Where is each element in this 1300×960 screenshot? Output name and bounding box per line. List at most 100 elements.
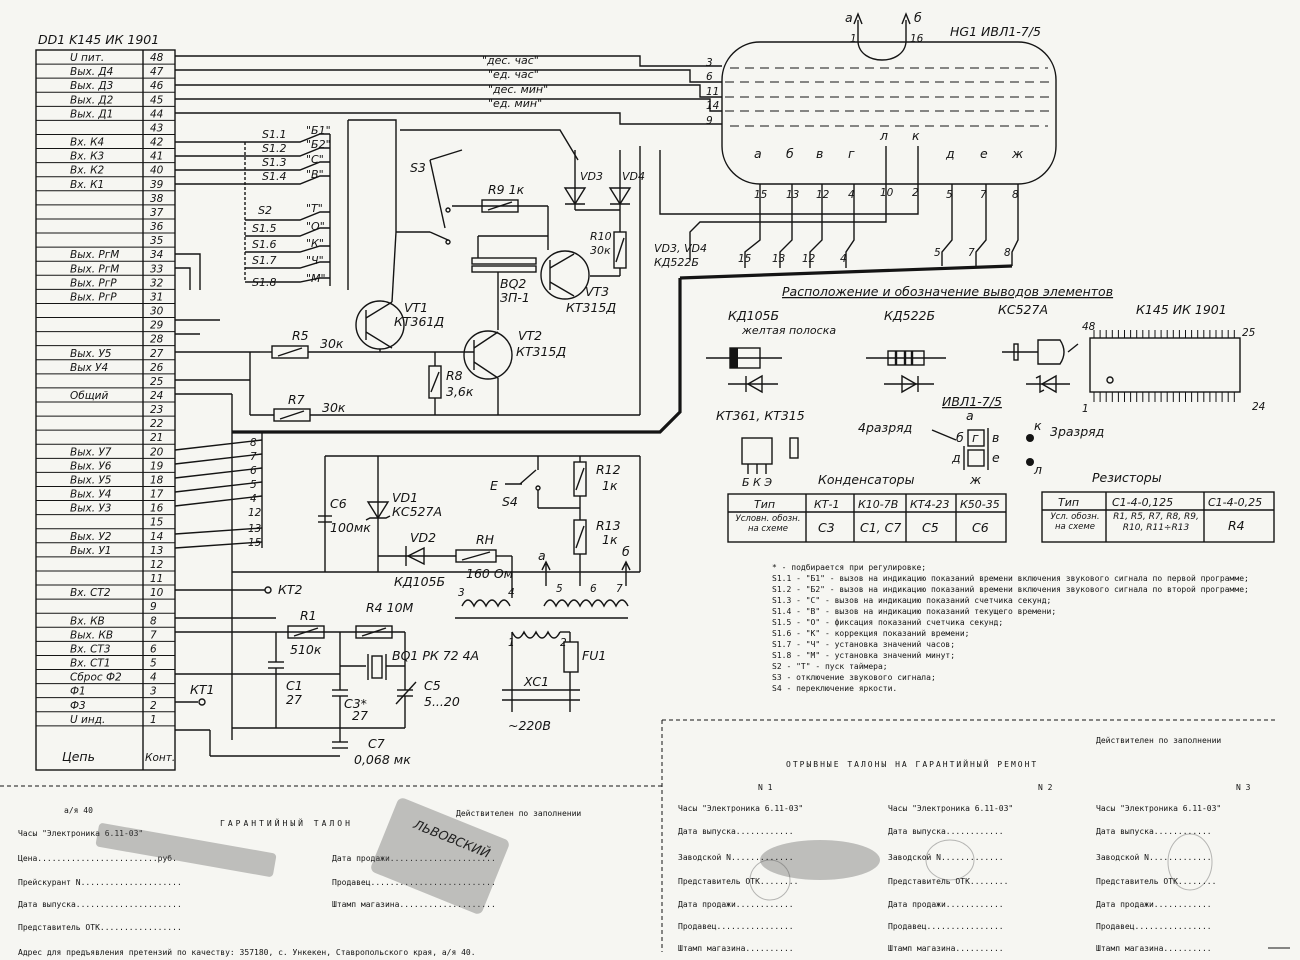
res-c-0: R1, R5, R7, R8, R9, R10, R11÷R13 bbox=[1113, 512, 1199, 533]
legend-line: S1.3 - "С" - вызов на индикацию показани… bbox=[772, 596, 1051, 605]
ic-pin-name: Вых У4 bbox=[70, 362, 108, 374]
r12-value: 1к bbox=[602, 478, 618, 493]
legend-line: S4 - переключение яркости. bbox=[772, 684, 897, 693]
ic-pin-name: Вх. СТ3 bbox=[70, 643, 111, 655]
s4-label[interactable]: S4 bbox=[502, 494, 518, 509]
main-field: Представитель ОТК................. bbox=[18, 923, 182, 932]
rh-label: RH bbox=[476, 532, 495, 547]
s1-2[interactable]: S1.2 bbox=[262, 142, 286, 155]
rh-value: 160 Ом bbox=[466, 566, 513, 581]
c5-value: 5...20 bbox=[424, 694, 460, 709]
ivl-g: г bbox=[972, 430, 979, 445]
mains-label: ~220В bbox=[508, 718, 551, 733]
k145-pin-25: 25 bbox=[1242, 327, 1256, 339]
bq2-value: ЗП-1 bbox=[500, 290, 530, 305]
display-seg-letter: ж bbox=[1011, 146, 1024, 161]
ic-pin-number: 11 bbox=[150, 573, 163, 585]
ic-pin-number: 7 bbox=[150, 629, 157, 641]
s1-3[interactable]: S1.3 bbox=[262, 156, 286, 169]
ic-pin-name: Вх. К4 bbox=[70, 137, 104, 149]
valid-note: Действителен по заполнении bbox=[1096, 736, 1221, 745]
tr-pin-5: 5 bbox=[556, 583, 563, 595]
ic-pin-number: 20 bbox=[150, 446, 164, 458]
ic-pin-name: Вых. У6 bbox=[70, 460, 112, 472]
ic-pin-number: 35 bbox=[150, 235, 164, 247]
kt-pins: Б К Э bbox=[742, 476, 772, 489]
s2[interactable]: S2 bbox=[258, 204, 272, 217]
display-seg-letter: е bbox=[980, 146, 988, 161]
s1-4[interactable]: S1.4 bbox=[262, 170, 286, 183]
bus-num-4: 4 bbox=[250, 493, 257, 505]
ic-pin-number: 42 bbox=[150, 137, 164, 149]
vd4-label: VD4 bbox=[622, 170, 645, 183]
vt2-label: VT2 bbox=[518, 328, 542, 343]
cap-title: Конденсаторы bbox=[818, 472, 915, 487]
stub-field: Продавец................ bbox=[678, 922, 794, 931]
r1-label: R1 bbox=[300, 608, 317, 623]
dot-l: л bbox=[1033, 462, 1042, 477]
stub-field: Заводской N............. bbox=[678, 853, 794, 862]
s1-5[interactable]: S1.5 bbox=[252, 222, 276, 235]
ic-pin-name: Вых. РгР bbox=[70, 277, 117, 289]
kt1-label: КТ1 bbox=[190, 682, 214, 697]
legend-line: S1.8 - "М" - установка значений минут; bbox=[772, 651, 955, 660]
ic-pin-name: Сброс Ф2 bbox=[70, 672, 122, 684]
res-h-0: Тип bbox=[1058, 496, 1079, 509]
ic-pin-number: 1 bbox=[150, 714, 157, 726]
cap-h-2: К10-7В bbox=[858, 498, 898, 511]
cap-c-3: C6 bbox=[972, 520, 989, 535]
main-title: ГАРАНТИЙНЫЙ ТАЛОН bbox=[220, 817, 353, 828]
ic-pin-number: 47 bbox=[150, 66, 164, 78]
ic-pin-name: Общий bbox=[70, 390, 108, 402]
ic-pin-name: Ф3 bbox=[70, 700, 86, 712]
ic-pin-name: Вых. У1 bbox=[70, 545, 111, 557]
r7-label: R7 bbox=[288, 392, 305, 407]
stub-field: Часы "Электроника 6.11-03" bbox=[888, 804, 1013, 813]
stub-field: Дата выпуска............ bbox=[678, 827, 794, 836]
ic-pin-name: Вых. Д2 bbox=[70, 94, 114, 106]
ic-pin-number: 15 bbox=[150, 517, 164, 529]
c7-value: 0,068 мк bbox=[354, 752, 411, 767]
ic-pin-name: Вх. КВ bbox=[70, 615, 105, 627]
bus-pin-5: 5 bbox=[934, 247, 941, 259]
vt2-value: КТ315Д bbox=[516, 344, 566, 359]
ic-pin-number: 4 bbox=[150, 672, 157, 684]
stub-field: Дата выпуска............ bbox=[888, 827, 1004, 836]
ic-pin-name: Вх. СТ1 bbox=[70, 658, 111, 670]
stub-field: Дата продажи............ bbox=[888, 900, 1004, 909]
display-left-pin: 11 bbox=[706, 86, 719, 98]
display-seg-pin: 10 bbox=[880, 187, 894, 199]
bus-pin-7: 7 bbox=[968, 247, 975, 259]
s3-label[interactable]: S3 bbox=[410, 160, 426, 175]
ivl-v: в bbox=[992, 430, 999, 445]
ic-pin-number: 22 bbox=[150, 418, 164, 430]
ivl-d: д bbox=[951, 450, 961, 465]
ic-pin-number: 37 bbox=[150, 207, 164, 219]
r10-label: R10 bbox=[590, 230, 612, 243]
legend-line: S1.6 - "К" - коррекция показаний времени… bbox=[772, 629, 969, 638]
s1-7[interactable]: S1.7 bbox=[252, 254, 276, 267]
s1-6[interactable]: S1.6 bbox=[252, 238, 276, 251]
bus-num-5: 5 bbox=[250, 479, 257, 491]
stub-field: Представитель ОТК........ bbox=[888, 877, 1008, 886]
main-field: Цена.........................руб. bbox=[18, 853, 177, 863]
ic-pin-number: 21 bbox=[150, 432, 163, 444]
s1-mark-4: "В" bbox=[306, 168, 324, 181]
bus-pin-13: 13 bbox=[772, 253, 785, 265]
ic-pin-name: Ф1 bbox=[70, 686, 86, 698]
s2-mark: "Т" bbox=[306, 202, 323, 215]
r12-label: R12 bbox=[596, 462, 621, 477]
ic-pin-number: 17 bbox=[150, 489, 164, 501]
s1-1[interactable]: S1.1 bbox=[262, 128, 286, 141]
ic-pin-name: Вых. Д3 bbox=[70, 80, 113, 92]
s1-8[interactable]: S1.8 bbox=[252, 276, 276, 289]
display-label-b: б bbox=[914, 10, 922, 25]
r9-label: R9 1к bbox=[488, 182, 525, 197]
r1-value: 510к bbox=[290, 642, 322, 657]
ic-pin-number: 3 bbox=[150, 686, 157, 698]
bq2-label: BQ2 bbox=[500, 276, 526, 291]
ic-pin-number: 28 bbox=[150, 334, 164, 346]
